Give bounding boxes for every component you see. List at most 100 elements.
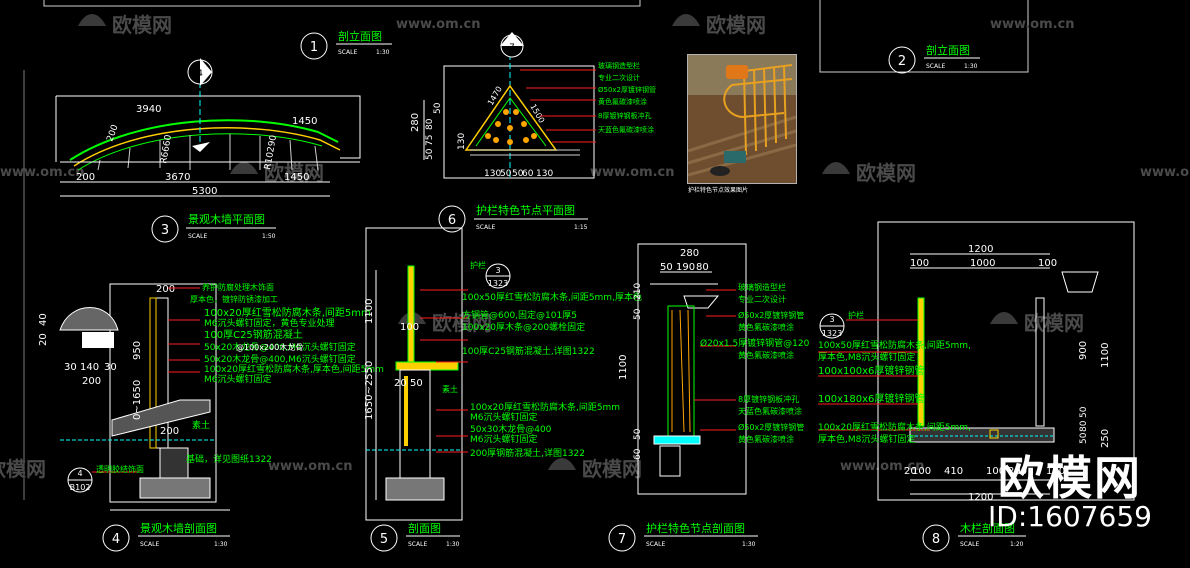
svg-text:20: 20 [904, 466, 917, 477]
svg-text:1323: 1323 [488, 279, 508, 288]
svg-text:SCALE: SCALE [476, 224, 495, 231]
svg-text:M6沉头螺钉固定: M6沉头螺钉固定 [470, 433, 538, 445]
railing-reference-photo [687, 54, 797, 184]
svg-text:SCALE: SCALE [646, 541, 665, 548]
svg-text:1323: 1323 [822, 329, 842, 338]
svg-text:50x20木龙骨@400,M6沉头螺钉固定: 50x20木龙骨@400,M6沉头螺钉固定 [204, 341, 356, 353]
svg-text:2: 2 [898, 54, 906, 69]
svg-text:欧模网: 欧模网 [582, 457, 642, 481]
detail-ref-1323: 3 1323 [485, 263, 511, 289]
svg-text:1:20: 1:20 [1010, 541, 1024, 548]
svg-text:8厚镀锌钢板冲孔: 8厚镀锌钢板冲孔 [598, 111, 651, 120]
svg-text:1: 1 [310, 40, 318, 55]
photo-caption: 护栏特色节点效果图片 [688, 186, 748, 194]
svg-text:80: 80 [696, 262, 709, 273]
svg-text:100x20厚红雪松防腐木条,间距5mm,: 100x20厚红雪松防腐木条,间距5mm, [818, 421, 971, 433]
view-title-8: 8 木栏剖面图 SCALE 1:20 [922, 521, 1026, 552]
svg-text:www.om.cn: www.om.cn [0, 165, 85, 180]
svg-text:1470: 1470 [486, 85, 504, 107]
detail-ref-1323: 3 1323 [819, 313, 845, 339]
svg-text:80: 80 [425, 118, 435, 130]
view-title-2: 2 剖立面图 SCALE 1:30 [888, 43, 980, 74]
svg-text:130: 130 [484, 169, 501, 179]
svg-text:3670: 3670 [165, 172, 190, 183]
svg-text:100: 100 [912, 466, 931, 477]
svg-text:200: 200 [76, 172, 95, 183]
svg-text:280: 280 [410, 113, 421, 132]
svg-text:3: 3 [161, 223, 169, 238]
svg-text:素土: 素土 [192, 419, 210, 431]
svg-text:www.om.cn: www.om.cn [1140, 165, 1190, 180]
sheet-frames [23, 0, 1029, 500]
view-6-plan: 7 280 50 75 80 50 130 130 50 50 60 130 1… [410, 32, 656, 180]
svg-text:950: 950 [132, 341, 143, 360]
svg-text:SCALE: SCALE [188, 233, 207, 240]
svg-text:厚本色，镀锌防锈漆加工: 厚本色，镀锌防锈漆加工 [190, 294, 278, 304]
view-title-3: 3 景观木墙平面图 SCALE 1:50 [151, 212, 276, 243]
svg-text:4: 4 [197, 69, 203, 79]
svg-text:Ø20x1.5厚镀锌钢管@120: Ø20x1.5厚镀锌钢管@120 [700, 337, 810, 349]
svg-text:Ø50x2厚镀锌钢管: Ø50x2厚镀锌钢管 [738, 422, 804, 432]
svg-text:30: 30 [64, 362, 77, 373]
svg-text:方钢管@600,固定@101厚5: 方钢管@600,固定@101厚5 [462, 309, 577, 321]
svg-text:1:30: 1:30 [964, 63, 978, 70]
svg-text:50: 50 [512, 169, 524, 179]
svg-text:www.om.cn: www.om.cn [590, 165, 675, 180]
svg-text:200: 200 [160, 426, 179, 437]
svg-text:100厚C25钢筋混凝土: 100厚C25钢筋混凝土 [204, 328, 303, 341]
detail-marker-b102: 4 B102 透明胶结饰面 [67, 464, 144, 493]
svg-text:www.om.cn: www.om.cn [268, 459, 353, 474]
svg-text:50x20木龙骨@400,M6沉头螺钉固定: 50x20木龙骨@400,M6沉头螺钉固定 [204, 353, 356, 365]
svg-text:1100: 1100 [1100, 343, 1111, 368]
svg-text:100x20厚红雪松防腐木条,厚本色,间距5mm: 100x20厚红雪松防腐木条,厚本色,间距5mm [204, 363, 384, 375]
svg-text:200: 200 [156, 284, 175, 295]
view-title-4: 4 景观木墙剖面图 SCALE 1:30 [102, 521, 230, 552]
svg-text:4: 4 [77, 469, 82, 478]
svg-text:190: 190 [676, 262, 695, 273]
svg-text:3: 3 [829, 315, 834, 324]
svg-text:1:15: 1:15 [574, 224, 588, 231]
view-5-section: 1100 100 20 50 1650~2550 素土 3 1323 护栏 10… [364, 227, 642, 521]
svg-text:50: 50 [660, 262, 673, 273]
svg-text:50x30木龙骨@400: 50x30木龙骨@400 [470, 423, 552, 435]
svg-text:1500: 1500 [528, 103, 546, 125]
svg-text:60: 60 [633, 448, 643, 460]
svg-text:厚本色,M8沉头螺钉固定: 厚本色,M8沉头螺钉固定 [818, 433, 915, 445]
svg-text:R6660: R6660 [159, 134, 174, 165]
svg-text:1450: 1450 [292, 116, 317, 127]
svg-text:0~1650: 0~1650 [132, 380, 143, 420]
svg-text:欧模网: 欧模网 [0, 457, 46, 481]
svg-text:1:30: 1:30 [446, 541, 460, 548]
svg-text:210: 210 [633, 283, 643, 300]
svg-text:5300: 5300 [192, 186, 217, 197]
svg-text:100: 100 [986, 466, 1005, 477]
svg-text:剖面图: 剖面图 [408, 521, 441, 535]
svg-text:50: 50 [433, 102, 443, 114]
svg-text:280: 280 [680, 248, 699, 259]
svg-text:100: 100 [910, 258, 929, 269]
svg-text:Ø50x2厚镀锌钢管: Ø50x2厚镀锌钢管 [738, 310, 804, 320]
svg-text:素土: 素土 [442, 384, 458, 394]
svg-text:1650~2550: 1650~2550 [364, 361, 375, 420]
svg-text:玻璃钢造型栏: 玻璃钢造型栏 [598, 61, 640, 70]
svg-text:50: 50 [1079, 406, 1089, 418]
svg-text:50: 50 [633, 308, 643, 320]
svg-text:专业二次设计: 专业二次设计 [598, 73, 640, 82]
svg-text:www.om.cn: www.om.cn [396, 17, 481, 32]
id-number: ID:1607659 [988, 500, 1152, 533]
view-4-section: 20 40 30 140 30 200 200 950 0~1650 200 养… [38, 282, 384, 511]
svg-text:100x20厚红雪松防腐木条,间距5mm: 100x20厚红雪松防腐木条,间距5mm [204, 306, 371, 319]
svg-text:50: 50 [633, 428, 643, 440]
svg-text:景观木墙剖面图: 景观木墙剖面图 [140, 521, 217, 535]
svg-text:4: 4 [112, 532, 120, 547]
svg-text:剖立面图: 剖立面图 [338, 29, 382, 43]
svg-text:B102: B102 [70, 483, 91, 492]
svg-text:护栏: 护栏 [848, 310, 864, 320]
svg-text:100x100x6厚镀锌钢管: 100x100x6厚镀锌钢管 [818, 364, 924, 377]
svg-text:3: 3 [495, 266, 500, 275]
svg-text:SCALE: SCALE [960, 541, 979, 548]
svg-text:410: 410 [944, 466, 963, 477]
svg-text:250: 250 [1100, 429, 1111, 448]
svg-text:@100x200木龙骨: @100x200木龙骨 [236, 342, 303, 352]
svg-text:黄色氟碳漆喷涂: 黄色氟碳漆喷涂 [738, 350, 794, 360]
